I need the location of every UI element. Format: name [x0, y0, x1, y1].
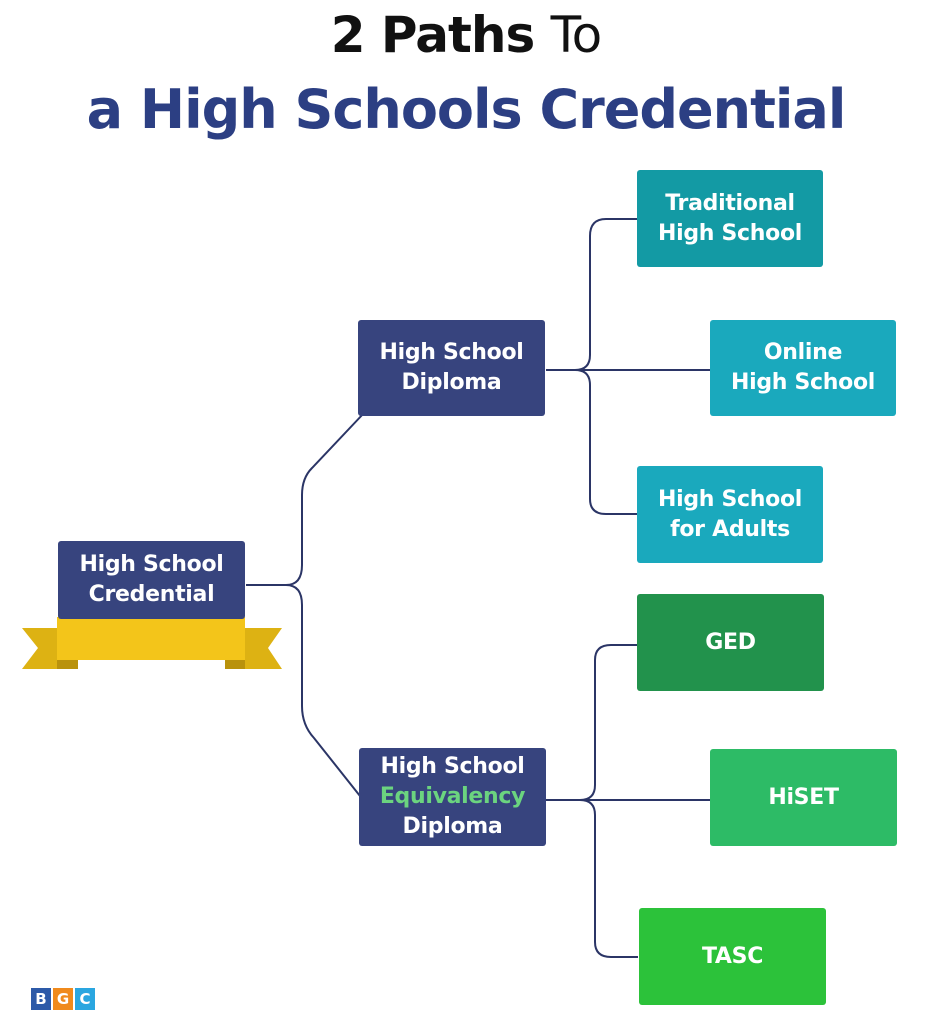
node-high-school-credential: High School Credential	[58, 541, 245, 619]
connector-root-equivalency	[246, 584, 361, 797]
connector-equivalency-tasc	[546, 799, 638, 958]
node-high-school-diploma: High School Diploma	[358, 320, 545, 416]
title-line-1: 2 Paths To	[0, 6, 932, 64]
node-label: Online	[763, 340, 843, 365]
node-high-school-for-adults: High School for Adults	[637, 466, 823, 563]
node-label: for Adults	[670, 516, 790, 542]
node-traditional-high-school: Traditional High School	[637, 170, 823, 267]
node-ged: GED	[637, 594, 824, 691]
node-label: High School	[730, 370, 876, 395]
node-label: Diploma	[402, 814, 503, 839]
logo-letter-g: G	[53, 988, 73, 1010]
title-line-2: a High Schools Credential	[86, 78, 847, 141]
connector-diploma-adults	[546, 369, 638, 515]
node-high-school-equivalency-diploma: High School Equivalency Diploma	[359, 748, 546, 846]
node-label: High School	[380, 754, 525, 779]
node-label: High School	[657, 486, 803, 512]
node-tasc: TASC	[639, 908, 826, 1005]
node-label: HiSET	[768, 784, 839, 810]
node-online-high-school: Online High School	[710, 320, 896, 416]
node-label: High School	[79, 552, 224, 577]
node-label: Diploma	[401, 370, 502, 395]
node-label: High School	[657, 220, 803, 246]
node-hiset: HiSET	[710, 749, 897, 846]
node-label: GED	[705, 629, 756, 655]
logo-letter-c: C	[75, 988, 95, 1010]
node-label-highlight: Equivalency	[379, 784, 526, 809]
node-label: TASC	[701, 943, 764, 969]
bgc-logo: B G C	[31, 988, 95, 1010]
logo-letter-b: B	[31, 988, 51, 1010]
title-bold-text: 2 Paths	[330, 6, 535, 64]
node-label: Traditional	[665, 190, 795, 216]
node-label: High School	[379, 340, 524, 365]
connector-root-diploma	[246, 412, 365, 586]
node-label: Credential	[88, 582, 215, 607]
title-light-text: To	[550, 6, 603, 64]
